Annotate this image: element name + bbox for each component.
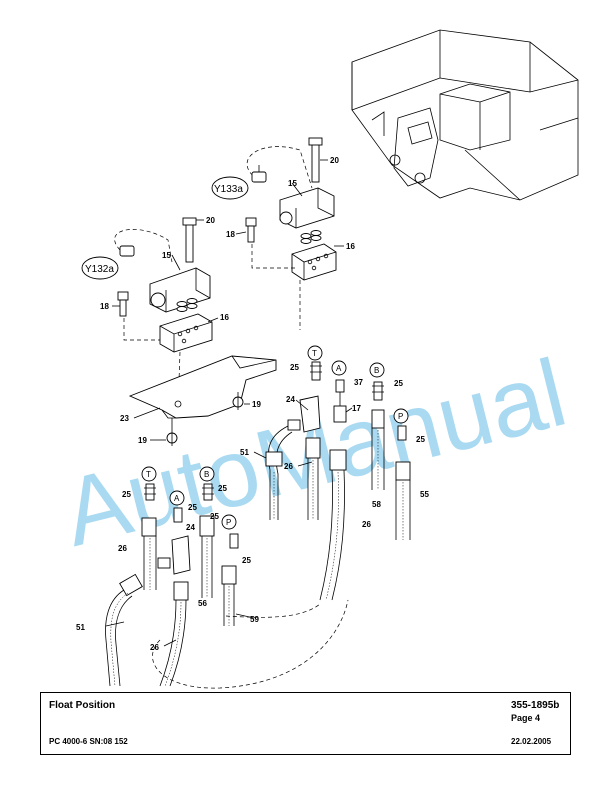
valve-tag-y132a: Y132a	[85, 264, 114, 275]
valve-tag-y133a: Y133a	[214, 184, 243, 195]
guide-line-a	[225, 603, 321, 618]
callout-25-t-lower: 25	[122, 490, 131, 499]
callout-55: 55	[420, 490, 429, 499]
document-title: Float Position	[49, 700, 116, 711]
port-p-lower: P	[226, 518, 231, 527]
callout-58: 58	[372, 500, 381, 509]
callout-56: 56	[198, 599, 207, 608]
callout-25-a-lower: 25	[188, 503, 197, 512]
callout-23: 23	[120, 414, 129, 423]
callout-15-upper: 15	[288, 179, 297, 188]
exploded-parts-drawing: AutoManual	[53, 29, 579, 689]
callout-18-lower: 18	[100, 302, 109, 311]
callout-25-p-upper: 25	[416, 435, 425, 444]
callout-25-p-lower: 25	[242, 556, 251, 565]
title-block: Float Position 355-1895b Page 4 PC 4000-…	[40, 692, 571, 755]
callout-19-upper: 19	[252, 400, 261, 409]
document-number: 355-1895b	[511, 700, 560, 711]
document-date: 22.02.2005	[511, 737, 552, 746]
machine-model: PC 4000-6 SN:08 152	[49, 737, 128, 746]
callout-17: 17	[352, 404, 361, 413]
port-b-upper: B	[374, 366, 379, 375]
port-a-lower: A	[174, 494, 180, 503]
callout-24-upper: 24	[286, 395, 295, 404]
callout-25-extra: 25	[210, 512, 219, 521]
port-a-upper: A	[336, 364, 342, 373]
callout-15-lower: 15	[162, 251, 171, 260]
callout-24-lower: 24	[186, 523, 195, 532]
port-t-upper: T	[312, 349, 317, 358]
callout-16-upper: 16	[346, 242, 355, 251]
machine-frame-illustration	[351, 29, 579, 201]
callout-labels: 20 15 20 18 16 15 18 16 25 37 25 24 17 1…	[76, 156, 429, 652]
callout-26-lower-a: 26	[118, 544, 127, 553]
callout-20-upper: 20	[330, 156, 339, 165]
leader-lines	[105, 159, 353, 647]
port-p-upper: P	[398, 412, 403, 421]
guide-line-b	[152, 599, 349, 689]
port-b-lower: B	[204, 470, 209, 479]
callout-19-lower: 19	[138, 436, 147, 445]
callout-25-t-upper: 25	[290, 363, 299, 372]
callout-26-upper-a: 26	[284, 462, 293, 471]
port-markers	[81, 176, 409, 530]
port-t-lower: T	[146, 470, 151, 479]
callout-59: 59	[250, 615, 259, 624]
hose-group-lower	[105, 483, 239, 687]
callout-26-lower-b: 26	[150, 643, 159, 652]
solenoid-valve-upper	[245, 137, 337, 330]
callout-26-upper-b: 26	[362, 520, 371, 529]
callout-25-b-upper: 25	[394, 379, 403, 388]
callout-51-lower: 51	[76, 623, 85, 632]
page-number: Page 4	[511, 713, 541, 723]
callout-20-lower: 20	[206, 216, 215, 225]
callout-16-lower: 16	[220, 313, 229, 322]
callout-18-upper: 18	[226, 230, 235, 239]
mounting-plate	[128, 355, 277, 446]
callout-51-upper: 51	[240, 448, 249, 457]
callout-25-b-lower: 25	[218, 484, 227, 493]
solenoid-valve-lower	[114, 217, 213, 411]
hose-group-upper	[265, 361, 411, 601]
callout-37: 37	[354, 378, 363, 387]
